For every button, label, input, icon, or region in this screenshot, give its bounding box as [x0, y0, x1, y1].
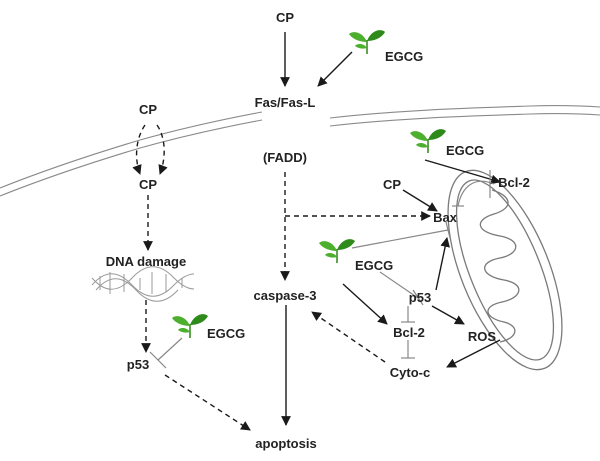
- inhibit-egcg-bax: [351, 229, 449, 249]
- node-egcg-right-top: EGCG: [446, 143, 484, 158]
- arrow-p53-to-ros: [431, 305, 465, 325]
- node-fas: Fas/Fas-L: [255, 95, 316, 110]
- inhibit-egcg-p53-right: [379, 271, 419, 299]
- arrow-egcg-to-bcl2: [424, 159, 501, 185]
- node-egcg-mid: EGCG: [355, 258, 393, 273]
- node-bcl2-bottom: Bcl-2: [393, 325, 425, 340]
- egcg-sprout-icon: [348, 29, 386, 55]
- node-cp-outside: CP: [139, 102, 157, 117]
- node-fadd: (FADD): [263, 150, 307, 165]
- node-cp-inside: CP: [139, 177, 157, 192]
- egcg-sprout-icon: [318, 238, 356, 264]
- activation-arrows: [280, 32, 501, 426]
- arrow-p53-to-apoptosis: [164, 374, 251, 431]
- node-caspase3: caspase-3: [254, 288, 317, 303]
- arrow-cyto-to-caspase: [311, 311, 386, 363]
- node-cyto-c: Cyto-c: [390, 365, 430, 380]
- dashed-arrows: [132, 124, 431, 431]
- node-cp-right: CP: [383, 177, 401, 192]
- arrow-cp-to-bax: [402, 189, 438, 212]
- node-p53-right: p53: [409, 290, 431, 305]
- arrow-ros-to-cyto: [446, 339, 501, 368]
- arrow-egcg-to-bcl2-bottom: [342, 283, 388, 325]
- arrow-p53-to-bax: [435, 237, 450, 291]
- node-ros: ROS: [468, 329, 497, 344]
- arrow-egcg-to-fas: [317, 51, 353, 87]
- node-cp-top: CP: [276, 10, 294, 25]
- node-egcg-top: EGCG: [385, 49, 423, 64]
- egcg-sprout-icon: [171, 313, 209, 339]
- arrow-cp-entry-left: [132, 124, 146, 175]
- arrow-cp-entry-right: [156, 124, 168, 175]
- inhibition-lines: [149, 170, 495, 369]
- node-p53-left: p53: [127, 357, 149, 372]
- node-bcl2-top: Bcl-2: [498, 175, 530, 190]
- node-apoptosis: apoptosis: [255, 436, 316, 451]
- inhibit-egcg-p53-left: [157, 337, 183, 361]
- node-egcg-left: EGCG: [207, 326, 245, 341]
- node-bax: Bax: [433, 210, 458, 225]
- dna-helix-icon: [91, 266, 195, 302]
- egcg-sprout-icon: [409, 128, 447, 154]
- node-dna-damage: DNA damage: [106, 254, 186, 269]
- cell-membrane: [0, 105, 600, 197]
